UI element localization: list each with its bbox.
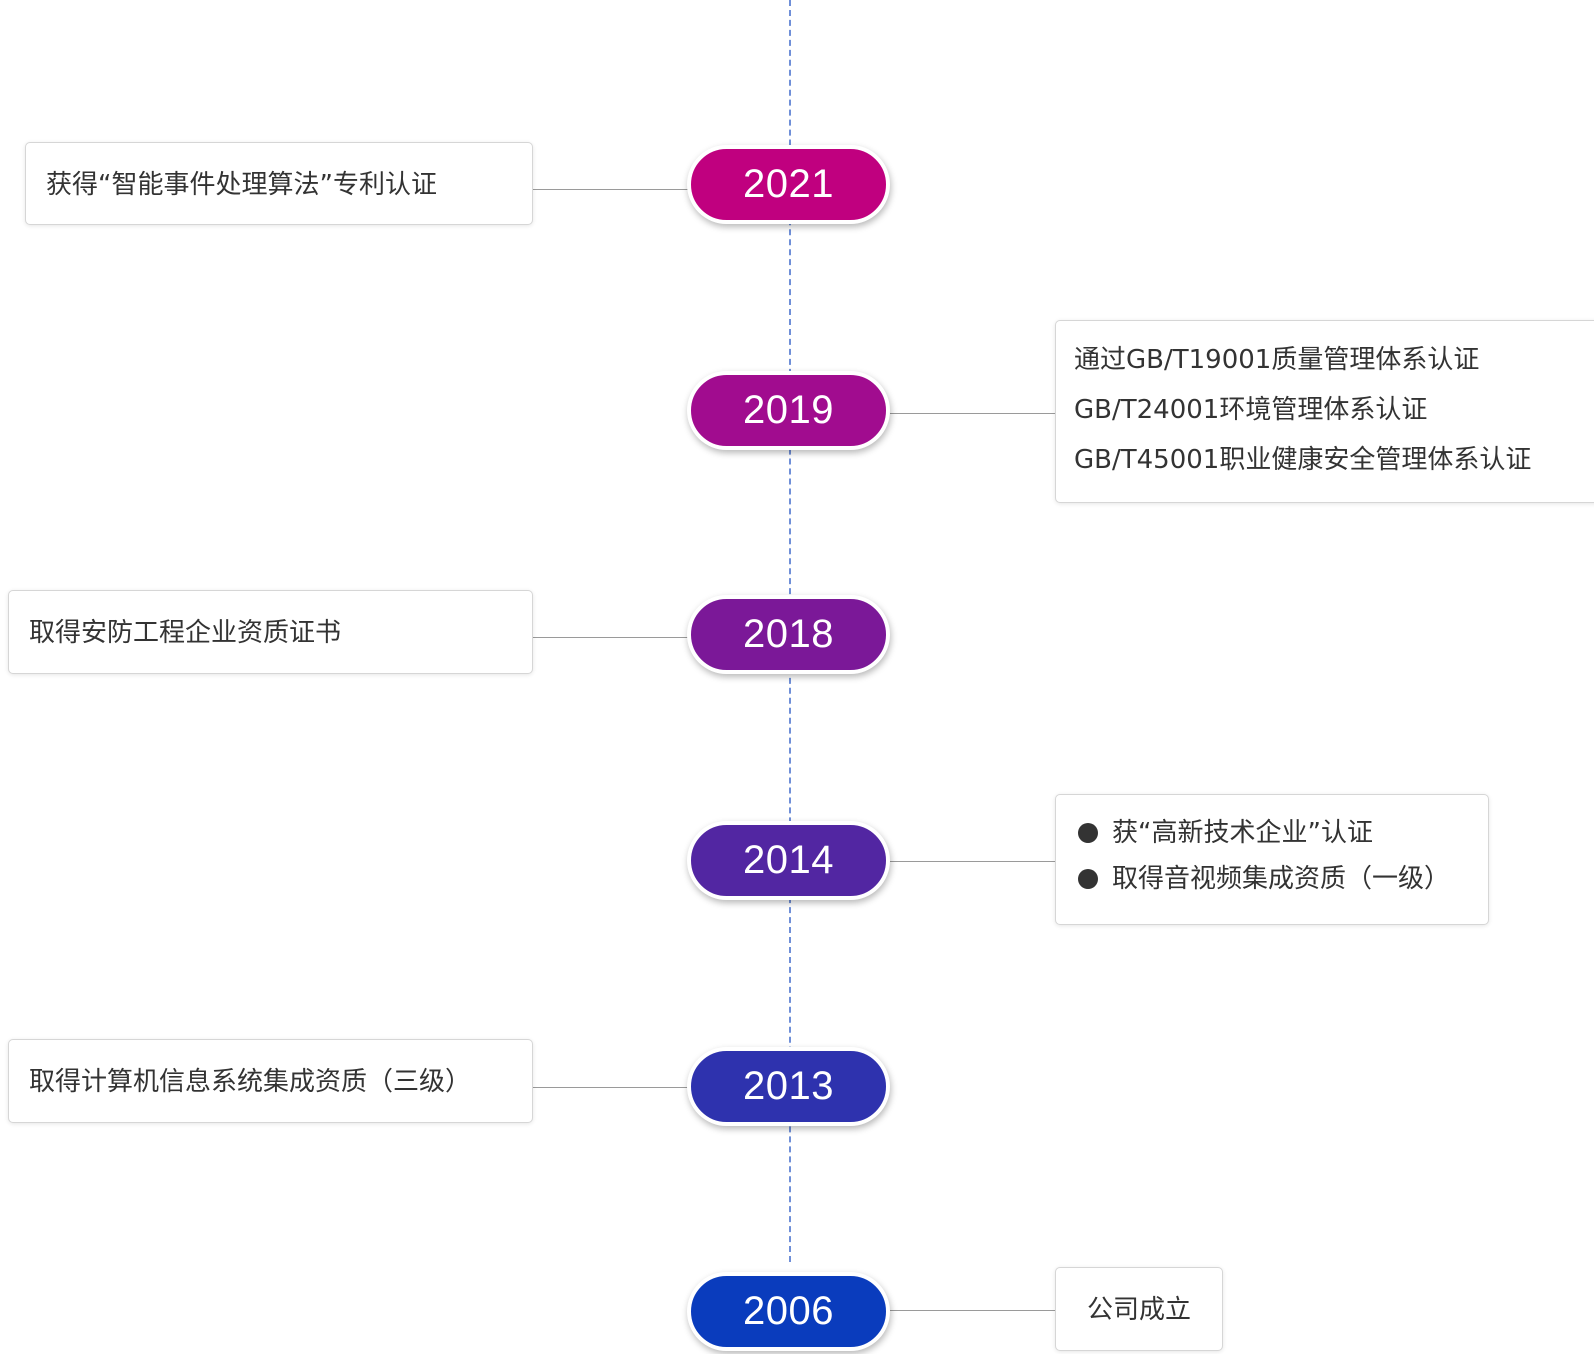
connector-2013 — [532, 1087, 689, 1088]
connector-2014 — [890, 861, 1056, 862]
event-card-2014: 获“高新技术企业”认证 取得音视频集成资质（一级） — [1055, 794, 1489, 925]
connector-2021 — [532, 189, 689, 190]
event-text: 通过GB/T19001质量管理体系认证 — [1074, 345, 1480, 375]
event-card-2018: 取得安防工程企业资质证书 — [8, 590, 533, 674]
year-pill-2006: 2006 — [687, 1272, 890, 1351]
connector-2018 — [532, 637, 689, 638]
event-text: 获得“智能事件处理算法”专利认证 — [46, 170, 437, 200]
list-item: 取得音视频集成资质（一级） — [1078, 856, 1468, 902]
year-pill-2021: 2021 — [687, 145, 890, 224]
list-item: 获“高新技术企业”认证 — [1078, 810, 1468, 856]
event-card-2013: 取得计算机信息系统集成资质（三级） — [8, 1039, 533, 1123]
bullet-icon — [1078, 869, 1098, 889]
connector-2019 — [890, 413, 1056, 414]
event-text: GB/T45001职业健康安全管理体系认证 — [1074, 445, 1532, 475]
event-card-2006: 公司成立 — [1055, 1267, 1223, 1351]
year-pill-2013: 2013 — [687, 1047, 890, 1126]
event-text: 公司成立 — [1086, 1295, 1191, 1325]
event-text: GB/T24001环境管理体系认证 — [1074, 395, 1428, 425]
year-pill-2014: 2014 — [687, 821, 890, 900]
event-card-2019: 通过GB/T19001质量管理体系认证 GB/T24001环境管理体系认证 GB… — [1055, 320, 1594, 503]
bullet-icon — [1078, 823, 1098, 843]
connector-2006 — [890, 1310, 1056, 1311]
year-pill-2019: 2019 — [687, 371, 890, 450]
event-text: 获“高新技术企业”认证 — [1112, 818, 1373, 848]
event-text: 取得音视频集成资质（一级） — [1112, 864, 1451, 894]
year-pill-2018: 2018 — [687, 595, 890, 674]
event-text: 取得安防工程企业资质证书 — [29, 618, 342, 648]
event-text: 取得计算机信息系统集成资质（三级） — [29, 1067, 472, 1097]
event-card-2021: 获得“智能事件处理算法”专利认证 — [25, 142, 533, 225]
